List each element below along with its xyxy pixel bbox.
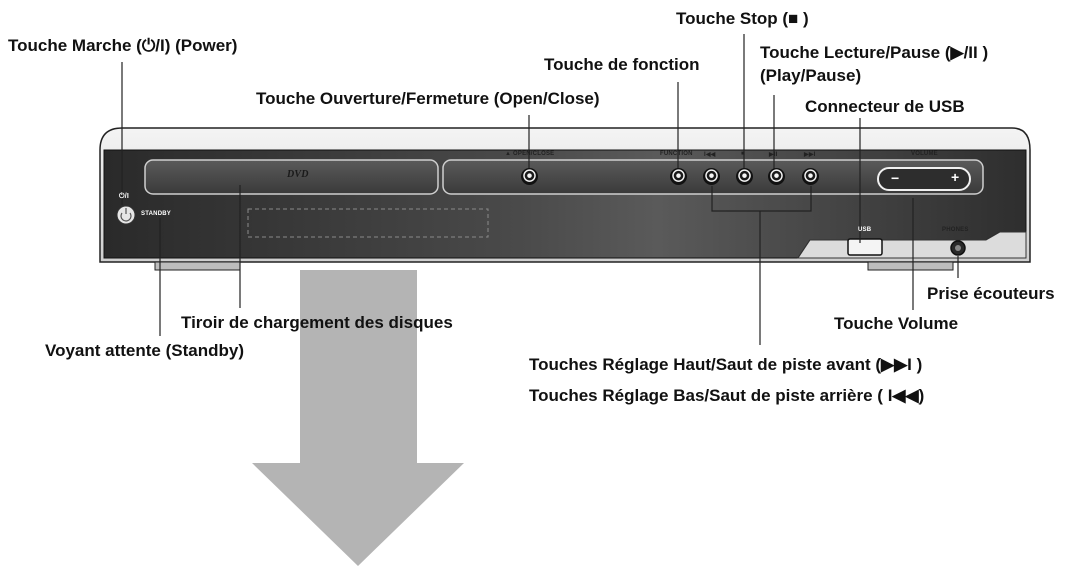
label-volume: Touche Volume — [834, 314, 959, 333]
volume-plus[interactable]: + — [951, 169, 960, 185]
display-window — [247, 208, 489, 238]
stop-button[interactable] — [736, 168, 753, 185]
panel-phones-label: PHONES — [942, 227, 969, 233]
open-close-button[interactable] — [521, 168, 538, 185]
panel-power-symbol: ⏻/I — [119, 193, 130, 200]
label-phones: Prise écouteurs — [927, 284, 1055, 303]
panel-volume-label: VOLUME — [911, 151, 938, 157]
disc-tray — [144, 159, 439, 195]
label-play-pause-en: (Play/Pause) — [760, 66, 862, 85]
foot-right — [867, 261, 954, 271]
label-tray: Tiroir de chargement des disques — [181, 313, 453, 332]
play-pause-button[interactable] — [768, 168, 785, 185]
label-function: Touche de fonction — [544, 55, 700, 74]
panel-play-pause-label: ▶II — [769, 152, 778, 158]
down-arrow — [252, 270, 464, 566]
panel-standby-label: STANDBY — [141, 211, 171, 217]
panel-prev-label: I◀◀ — [704, 152, 716, 158]
usb-port — [847, 238, 883, 256]
volume-minus[interactable]: − — [891, 170, 900, 186]
panel-stop-label: ■ — [741, 151, 745, 157]
panel-open-close-label: ▲ OPEN/CLOSE — [505, 151, 555, 157]
label-usb: Connecteur de USB — [805, 97, 965, 116]
label-stop: Touche Stop (■ ) — [676, 9, 809, 28]
label-open-close: Touche Ouverture/Fermeture (Open/Close) — [256, 89, 600, 108]
label-skip-down: Touches Réglage Bas/Saut de piste arrièr… — [529, 386, 925, 405]
prev-button[interactable] — [703, 168, 720, 185]
panel-next-label: ▶▶I — [804, 152, 816, 158]
function-button[interactable] — [670, 168, 687, 185]
label-play-pause: Touche Lecture/Pause (▶/II ) — [760, 43, 989, 62]
label-standby: Voyant attente (Standby) — [45, 341, 244, 360]
label-skip-up: Touches Réglage Haut/Saut de piste avant… — [529, 355, 923, 374]
label-power: Touche Marche (⏻/I) (Power) — [8, 36, 238, 55]
dvd-logo: DVD — [287, 169, 309, 180]
next-button[interactable] — [802, 168, 819, 185]
volume-rocker — [877, 167, 971, 191]
power-button — [116, 205, 136, 225]
panel-usb-label: USB — [858, 227, 872, 233]
foot-left — [154, 261, 241, 271]
panel-function-label: FUNCTION — [660, 151, 693, 157]
